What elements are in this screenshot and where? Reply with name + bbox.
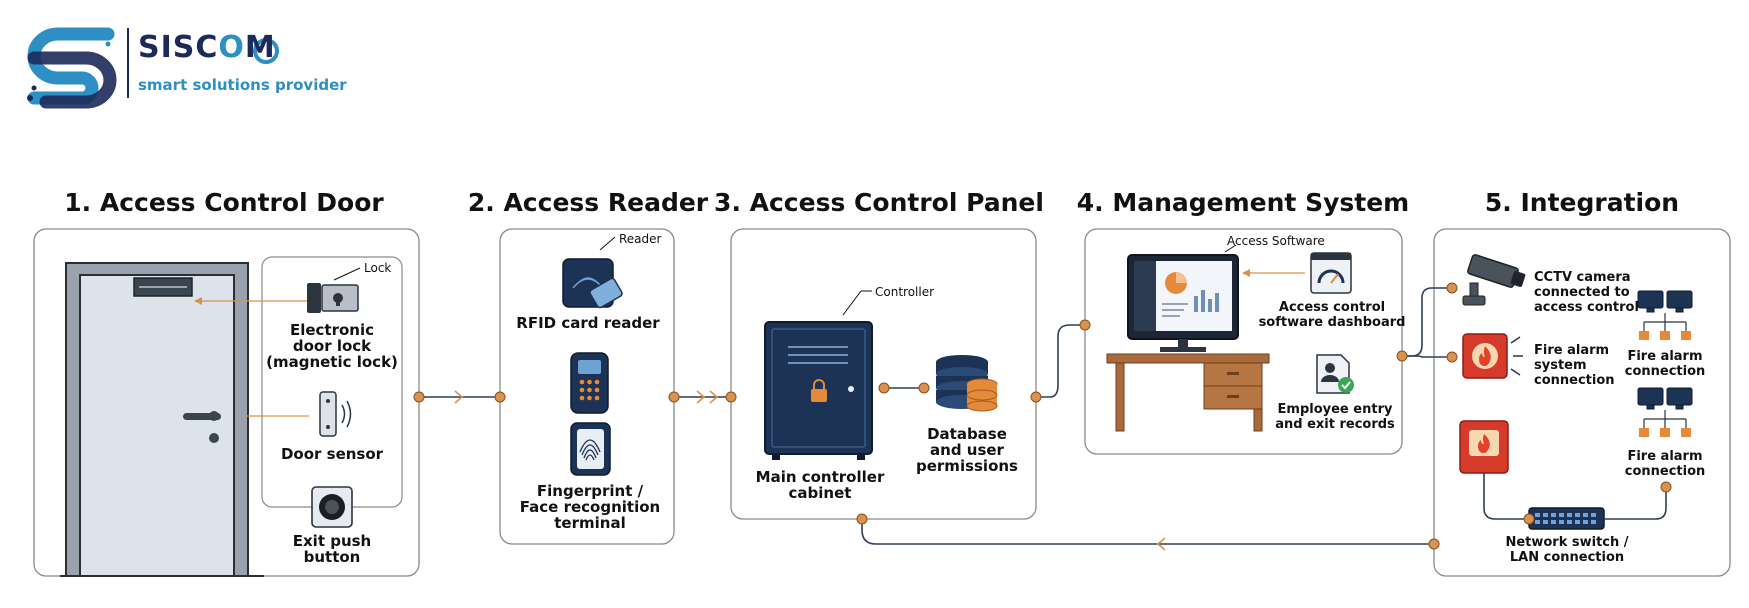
label-rfid-reader: RFID card reader (516, 314, 660, 332)
network-tree-icon (1637, 290, 1693, 313)
section-title-door: 1. Access Control Door (64, 188, 384, 217)
brand-name-part: SISC (138, 30, 219, 65)
network-tree-nodes (1639, 331, 1691, 340)
label-door-sensor: Door sensor (280, 445, 384, 463)
connector-nodes (413, 282, 1672, 550)
label-software-dashboard: Access control software dashboard (1258, 300, 1406, 330)
logo-lens-icon (253, 38, 279, 64)
label-database: Database and user permissions (916, 425, 1018, 475)
flow-arrows (454, 390, 1166, 551)
label-cctv: CCTV camera connected to access control (1534, 270, 1639, 315)
network-switch-icon (1528, 507, 1605, 530)
database-icon (936, 355, 998, 412)
gauge-dashboard-icon (1310, 252, 1352, 294)
label-fire-alarm-system: Fire alarm system connection (1534, 343, 1615, 388)
section-title-management: 4. Management System (1076, 188, 1410, 217)
magnetic-lock-icon (307, 267, 361, 313)
label-fingerprint-terminal: Fingerprint / Face recognition terminal (519, 482, 661, 532)
connector-lines (419, 287, 1667, 545)
label-controller-cabinet: Main controller cabinet (755, 468, 885, 502)
brand-name: SISCOM (138, 30, 276, 65)
label-fire-alarm-connection-2: Fire alarm connection (1624, 449, 1706, 479)
cctv-camera-icon (1462, 254, 1526, 306)
employee-record-icon (1316, 354, 1354, 394)
brand-name-o: O (218, 30, 245, 65)
network-tree-lines (1643, 313, 1687, 331)
label-network-switch: Network switch / LAN connection (1505, 535, 1629, 565)
network-tree-nodes (1639, 428, 1691, 437)
section-title-integration: 5. Integration (1484, 188, 1680, 217)
fire-alarm-panel-icon (1459, 420, 1509, 474)
rfid-reader-icon (562, 236, 623, 309)
siscom-logo-icon (27, 27, 129, 109)
label-employee-records: Employee entry and exit records (1275, 402, 1395, 432)
network-tree-lines (1643, 410, 1687, 428)
fire-alarm-icon (1462, 333, 1523, 379)
network-tree-icon (1637, 387, 1693, 410)
label-electronic-lock: Electronic door lock (magnetic lock) (266, 321, 398, 371)
integration-panel (1433, 228, 1731, 577)
section-title-reader: 2. Access Reader (467, 188, 709, 217)
brand-tagline: smart solutions provider (138, 76, 347, 94)
keypad-icon (570, 352, 609, 414)
callout-controller: Controller (875, 285, 935, 299)
brand-name-end: M (244, 30, 276, 65)
door-icon (60, 262, 309, 577)
label-fire-alarm-connection-1: Fire alarm connection (1624, 349, 1706, 379)
callout-lock: Lock (364, 261, 392, 275)
callout-reader: Reader (619, 232, 662, 246)
door-sensor-icon (319, 391, 352, 437)
fingerprint-terminal-icon (570, 422, 611, 476)
exit-button-icon (311, 486, 353, 528)
computer-desk-icon (1106, 244, 1305, 432)
callout-access-software: Access Software (1227, 234, 1325, 248)
section-title-panel: 3. Access Control Panel (714, 188, 1044, 217)
controller-cabinet-icon (764, 290, 873, 460)
label-exit-button: Exit push button (292, 532, 372, 566)
